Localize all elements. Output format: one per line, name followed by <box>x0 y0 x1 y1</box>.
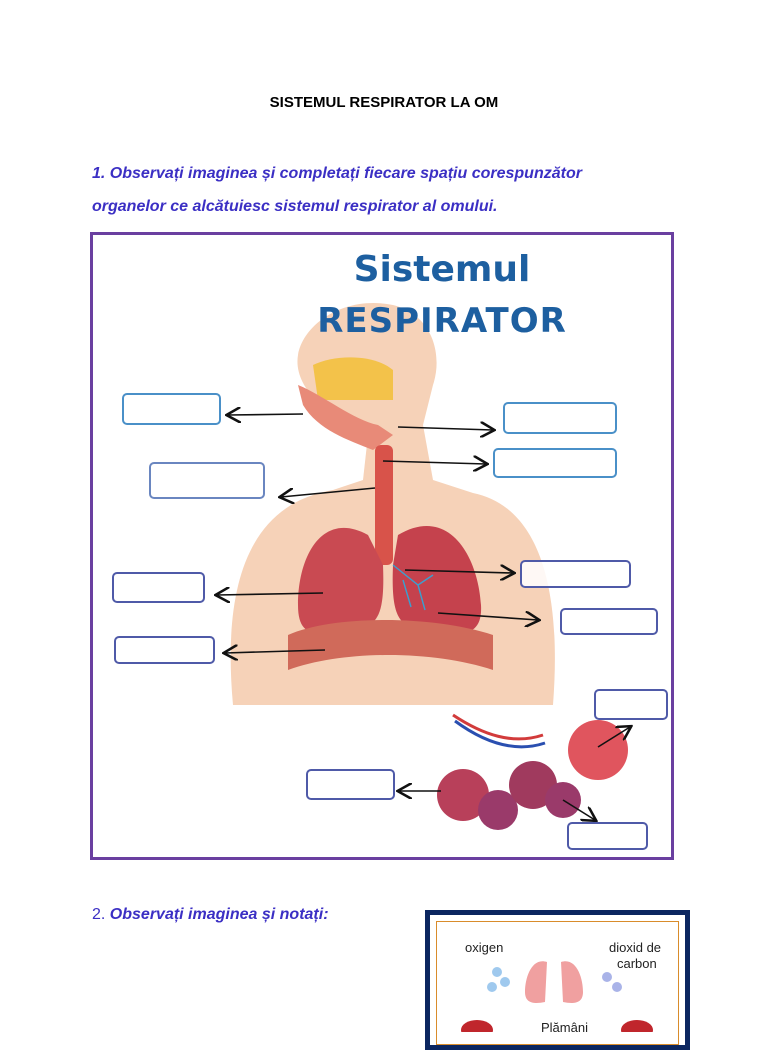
question-1-line2: organelor ce alcătuiesc sistemul respira… <box>92 198 498 215</box>
alveoli-illustration <box>437 713 628 830</box>
lungs-label: Plămâni <box>541 1020 588 1035</box>
label-box-nasal-cavity[interactable] <box>503 402 617 434</box>
gas-exchange-illustration <box>461 961 653 1032</box>
right-lung <box>298 527 384 634</box>
label-box-trachea[interactable] <box>520 560 631 588</box>
question-2-number: 2. <box>92 906 106 923</box>
gas-exchange-figure: oxigen dioxid de carbon Plămâni <box>425 910 690 1050</box>
poster-title-line2: RESPIRATOR <box>317 301 567 341</box>
page-title: SISTEMUL RESPIRATOR LA OM <box>269 94 499 111</box>
mouth <box>298 385 393 450</box>
question-1-line1: 1. Observați imaginea și completați fiec… <box>92 165 582 182</box>
label-box-alveoli-left[interactable] <box>306 769 395 800</box>
gas-exchange-inner-frame: oxigen dioxid de carbon Plămâni <box>436 921 679 1045</box>
co2-label-line1: dioxid de <box>609 940 662 955</box>
poster-title-line1: Sistemul <box>353 249 531 290</box>
nasal-cavity <box>313 357 393 400</box>
label-box-lung[interactable] <box>112 572 205 603</box>
co2-label-line2: carbon <box>617 956 657 971</box>
lungs-small-icon <box>525 961 583 1003</box>
question-2: 2. Observați imaginea și notați: <box>92 906 329 924</box>
question-2-text: Observați imaginea și notați: <box>109 906 329 923</box>
label-box-alveoli-top[interactable] <box>594 689 668 720</box>
anatomy-illustration <box>93 303 671 830</box>
label-box-alveoli-bottom[interactable] <box>567 822 648 850</box>
label-box-larynx[interactable] <box>493 448 617 478</box>
label-box-diaphragm[interactable] <box>114 636 215 664</box>
diaphragm <box>288 620 493 670</box>
question-1: 1. Observați imaginea și completați fiec… <box>92 157 692 223</box>
respiratory-system-figure: Sistemul RESPIRATOR <box>90 232 674 860</box>
label-box-pharynx[interactable] <box>149 462 265 499</box>
label-box-bronchi[interactable] <box>560 608 658 635</box>
left-lung <box>392 525 482 634</box>
oxygen-label: oxigen <box>465 940 504 955</box>
label-box-nose[interactable] <box>122 393 221 425</box>
trachea <box>375 445 393 565</box>
